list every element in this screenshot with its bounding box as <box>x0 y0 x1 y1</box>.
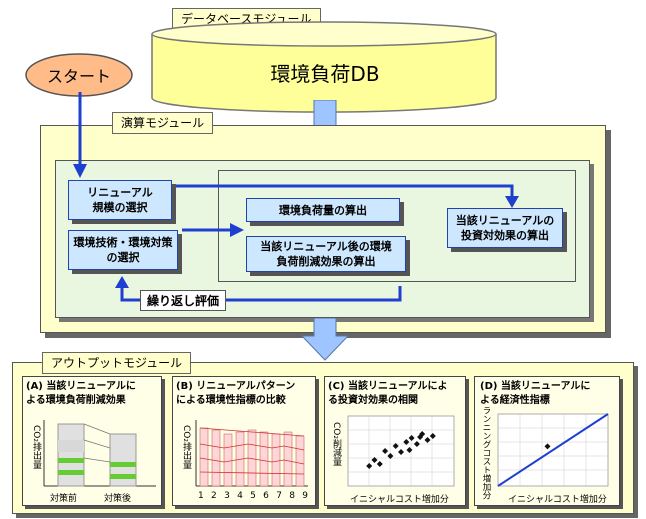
load-calc-box: 環境負荷量の算出 <box>246 198 400 222</box>
panel-d-chart <box>497 413 609 487</box>
panel-b-xtick-5: 5 <box>250 491 256 501</box>
panel-c-chart <box>347 415 455 487</box>
panel-d-ylabel: ランニングコスト増加分 <box>481 406 491 500</box>
database-name: 環境負荷DB <box>270 62 380 86</box>
line-chart-point <box>544 443 551 450</box>
scatter-point <box>398 449 404 455</box>
scatter-point <box>392 443 399 449</box>
panel-d-xlabel: イニシャルコスト増加分 <box>508 495 607 505</box>
panel-a-xlabel-after: 対策後 <box>104 494 132 504</box>
calc-down-arrow <box>300 318 350 361</box>
panel-b-xtick-8: 8 <box>289 491 295 501</box>
panel-b-xtick-6: 6 <box>263 491 269 501</box>
output-module-label: アウトプットモジュール <box>42 352 192 374</box>
scatter-point <box>406 447 413 453</box>
scatter-point <box>424 437 431 443</box>
scatter-point <box>403 439 410 445</box>
breakeven-line <box>497 413 609 487</box>
panel-c-ylabel: CO₂削減量 <box>331 422 341 466</box>
panel-a <box>22 376 162 506</box>
panel-b-xtick-7: 7 <box>276 491 282 501</box>
scatter-point <box>376 461 383 467</box>
panel-a-ylabel: CO₂排出量 <box>31 425 41 469</box>
panel-b-xtick-4: 4 <box>237 491 243 501</box>
panel-d-title: (D) 当該リニューアルに よる経済性指標 <box>480 381 591 406</box>
scatter-point <box>413 441 420 447</box>
panel-b-chart <box>195 420 308 487</box>
database-cylinder <box>151 21 497 113</box>
panel-b-xtick-1: 1 <box>198 491 204 501</box>
start-label: スタート <box>46 67 111 86</box>
panel-c-title: (C) 当該リニューアルによ る投資対効果の相関 <box>328 381 448 406</box>
env-tech-box: 環境技術・環境対策 の選択 <box>68 230 178 270</box>
panel-b-ylabel: CO₂排出量 <box>181 425 191 469</box>
panel-b-xtick-9: 9 <box>302 491 308 501</box>
start-arrow <box>73 92 87 178</box>
scatter-point <box>387 453 394 459</box>
scatter-point <box>429 433 436 439</box>
panel-b-xticks: 1 2 3 4 5 6 7 8 9 <box>198 491 308 501</box>
panel-b-title: (B) リニューアルパターン による環境性指標の比較 <box>176 381 296 406</box>
renewal-scale-box: リニューアル 規模の選択 <box>68 180 172 220</box>
scatter-point <box>382 448 389 454</box>
panel-a-xlabel-before: 対策前 <box>50 494 78 504</box>
reduction-calc-box: 当該リニューアル後の環境 負荷削減効果の算出 <box>246 236 406 272</box>
panel-a-bar-before <box>57 423 85 487</box>
scatter-point <box>408 435 415 441</box>
panel-b-xtick-2: 2 <box>211 491 217 501</box>
panel-b-xtick-3: 3 <box>224 491 230 501</box>
scatter-point <box>371 457 378 463</box>
calc-module-label: 演算モジュール <box>112 112 214 134</box>
scatter-point <box>366 463 373 469</box>
panel-a-title: (A) 当該リニューアルに よる環境負荷削減効果 <box>26 381 136 406</box>
roi-calc-box: 当該リニューアルの 投資対効果の算出 <box>447 208 563 248</box>
repeat-eval-label: 繰り返し評価 <box>140 290 227 311</box>
panel-a-chart <box>43 420 156 487</box>
scatter-point <box>417 434 424 440</box>
panel-c-xlabel: イニシャルコスト増加分 <box>350 495 449 505</box>
